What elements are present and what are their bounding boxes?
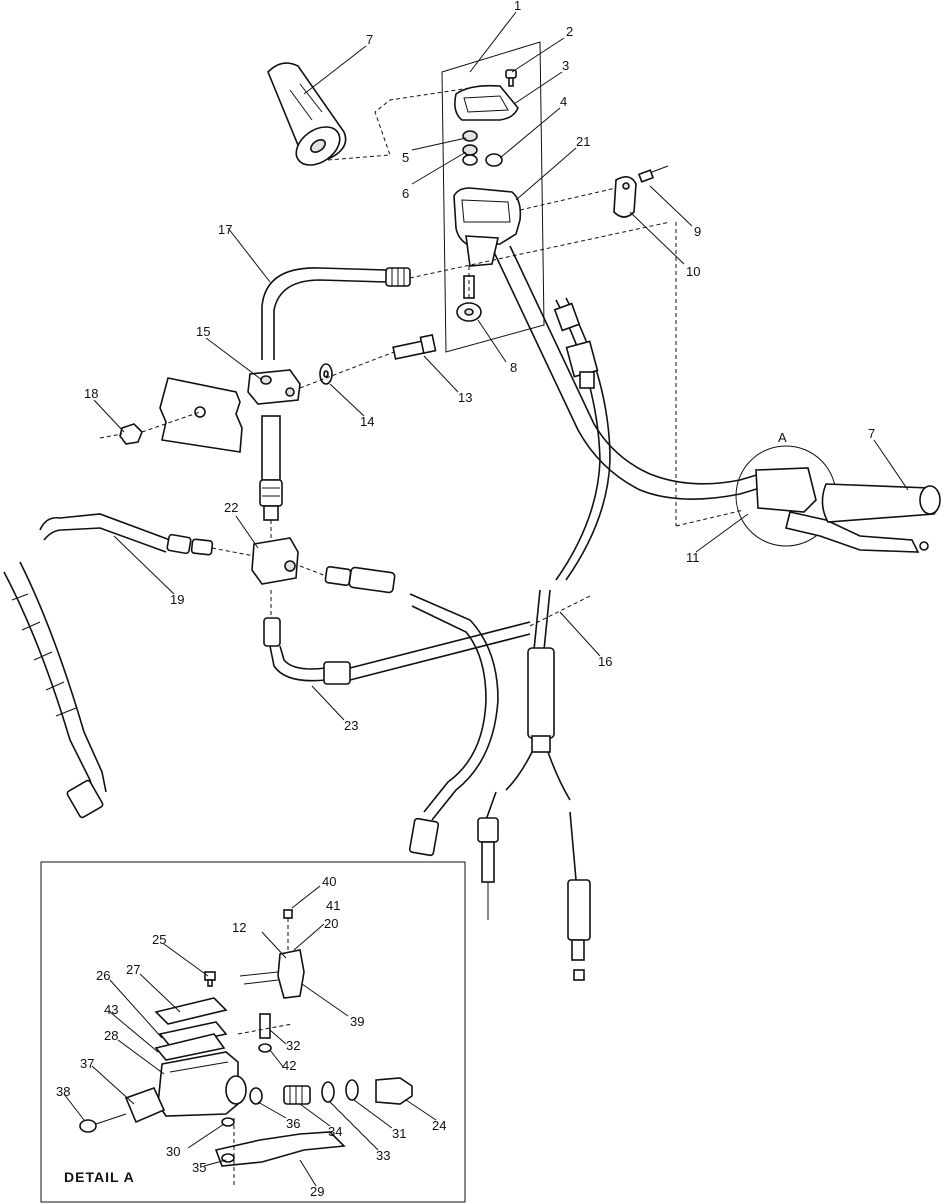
detail-callout-31: 31: [392, 1126, 406, 1141]
detail-callout-20: 20: [324, 916, 338, 931]
handlebar-clamp-part: [613, 165, 669, 218]
callout-19: 19: [170, 592, 184, 607]
detail-callout-24: 24: [432, 1118, 446, 1133]
detail-screw-part: [204, 971, 216, 987]
brake-line-upper-part: [261, 267, 411, 360]
callout-3: 3: [562, 58, 569, 73]
detail-callout-12: 12: [232, 920, 246, 935]
detail-callout-34: 34: [328, 1124, 342, 1139]
handgrip-left-part: [267, 62, 347, 166]
mounting-bracket-part: [159, 377, 243, 453]
reservoir-cover-part: [454, 84, 519, 121]
callout-5: 5: [402, 150, 409, 165]
detail-callout-27: 27: [126, 962, 140, 977]
brake-switch-part: [239, 909, 305, 999]
detail-callout-28: 28: [104, 1028, 118, 1043]
callout-4: 4: [560, 94, 567, 109]
detail-callout-37: 37: [80, 1056, 94, 1071]
callout-labels: 1 2 3 4 5 6 7 7 8 9 10 11 13 14 15 16 17…: [84, 0, 875, 733]
detail-callout-labels: 12 20 24 25 26 27 28 29 30 31 32 33 34 3…: [56, 874, 446, 1199]
callout-1: 1: [514, 0, 521, 13]
detail-piston-parts: [249, 1077, 413, 1105]
detail-a-box: 12 20 24 25 26 27 28 29 30 31 32 33 34 3…: [40, 861, 466, 1203]
callout-17: 17: [218, 222, 232, 237]
callout-7-left: 7: [366, 32, 373, 47]
master-cylinder-body-part: [453, 187, 522, 267]
brake-line-right-part: [324, 565, 499, 857]
washer-stack-part: [462, 130, 478, 166]
callout-11: 11: [686, 550, 700, 565]
detail-callout-40: 40: [322, 874, 336, 889]
brake-tee-fitting-part: [251, 537, 299, 585]
detail-callout-25: 25: [152, 932, 166, 947]
detail-callout-32: 32: [286, 1038, 300, 1053]
detail-clamp-part: [124, 1086, 166, 1124]
right-master-cylinder-part: [755, 467, 920, 553]
detail-callout-38: 38: [56, 1084, 70, 1099]
callout-23: 23: [344, 718, 358, 733]
detail-lever-part: [214, 1117, 346, 1167]
callout-21: 21: [576, 134, 590, 149]
detail-callout-leaders: [63, 885, 437, 1187]
callout-8: 8: [510, 360, 517, 375]
callout-7-right: 7: [868, 426, 875, 441]
handlebar-tube-part: [493, 245, 761, 500]
callout-6: 6: [402, 186, 409, 201]
callout-9: 9: [694, 224, 701, 239]
junction-lower-fitting-part: [259, 415, 283, 521]
detail-a-title: DETAIL A: [64, 1169, 135, 1185]
brake-line-lower-part: [263, 617, 531, 685]
callout-16: 16: [598, 654, 612, 669]
detail-callout-26: 26: [96, 968, 110, 983]
junction-bolt-part: [392, 333, 437, 360]
detail-clamp-screw-part: [79, 1113, 127, 1133]
callout-2: 2: [566, 24, 573, 39]
diaphragm-part: [485, 153, 503, 167]
brake-line-left-part: [39, 513, 214, 556]
detail-master-cylinder-part: [157, 1051, 247, 1117]
callout-13: 13: [458, 390, 472, 405]
detail-cover-part: [154, 997, 228, 1025]
throttle-cable-part: [553, 297, 611, 581]
callout-a: A: [778, 430, 787, 445]
cover-screw-part: [505, 69, 517, 87]
spiral-brake-hose-part: [3, 561, 107, 819]
callout-22: 22: [224, 500, 238, 515]
detail-pivot-bolt-part: [258, 1013, 272, 1053]
brake-cable-splitter-part: [477, 589, 591, 981]
callout-14: 14: [360, 414, 374, 429]
detail-callout-30: 30: [166, 1144, 180, 1159]
detail-callout-42: 42: [282, 1058, 296, 1073]
detail-gasket-part: [154, 1021, 228, 1061]
detail-callout-29: 29: [310, 1184, 324, 1199]
detail-callout-43: 43: [104, 1002, 118, 1017]
master-cylinder-panel: [441, 41, 545, 353]
callout-15: 15: [196, 324, 210, 339]
bracket-washer-part: [319, 363, 333, 385]
callout-10: 10: [686, 264, 700, 279]
detail-callout-39: 39: [350, 1014, 364, 1029]
bracket-nut-part: [119, 423, 143, 445]
callout-leaders: [93, 11, 909, 721]
handgrip-right-part: [821, 483, 941, 551]
detail-callout-35: 35: [192, 1160, 206, 1175]
upper-junction-part: [247, 369, 301, 405]
detail-callout-33: 33: [376, 1148, 390, 1163]
detail-callout-36: 36: [286, 1116, 300, 1131]
detail-callout-41: 41: [326, 898, 340, 913]
callout-18: 18: [84, 386, 98, 401]
